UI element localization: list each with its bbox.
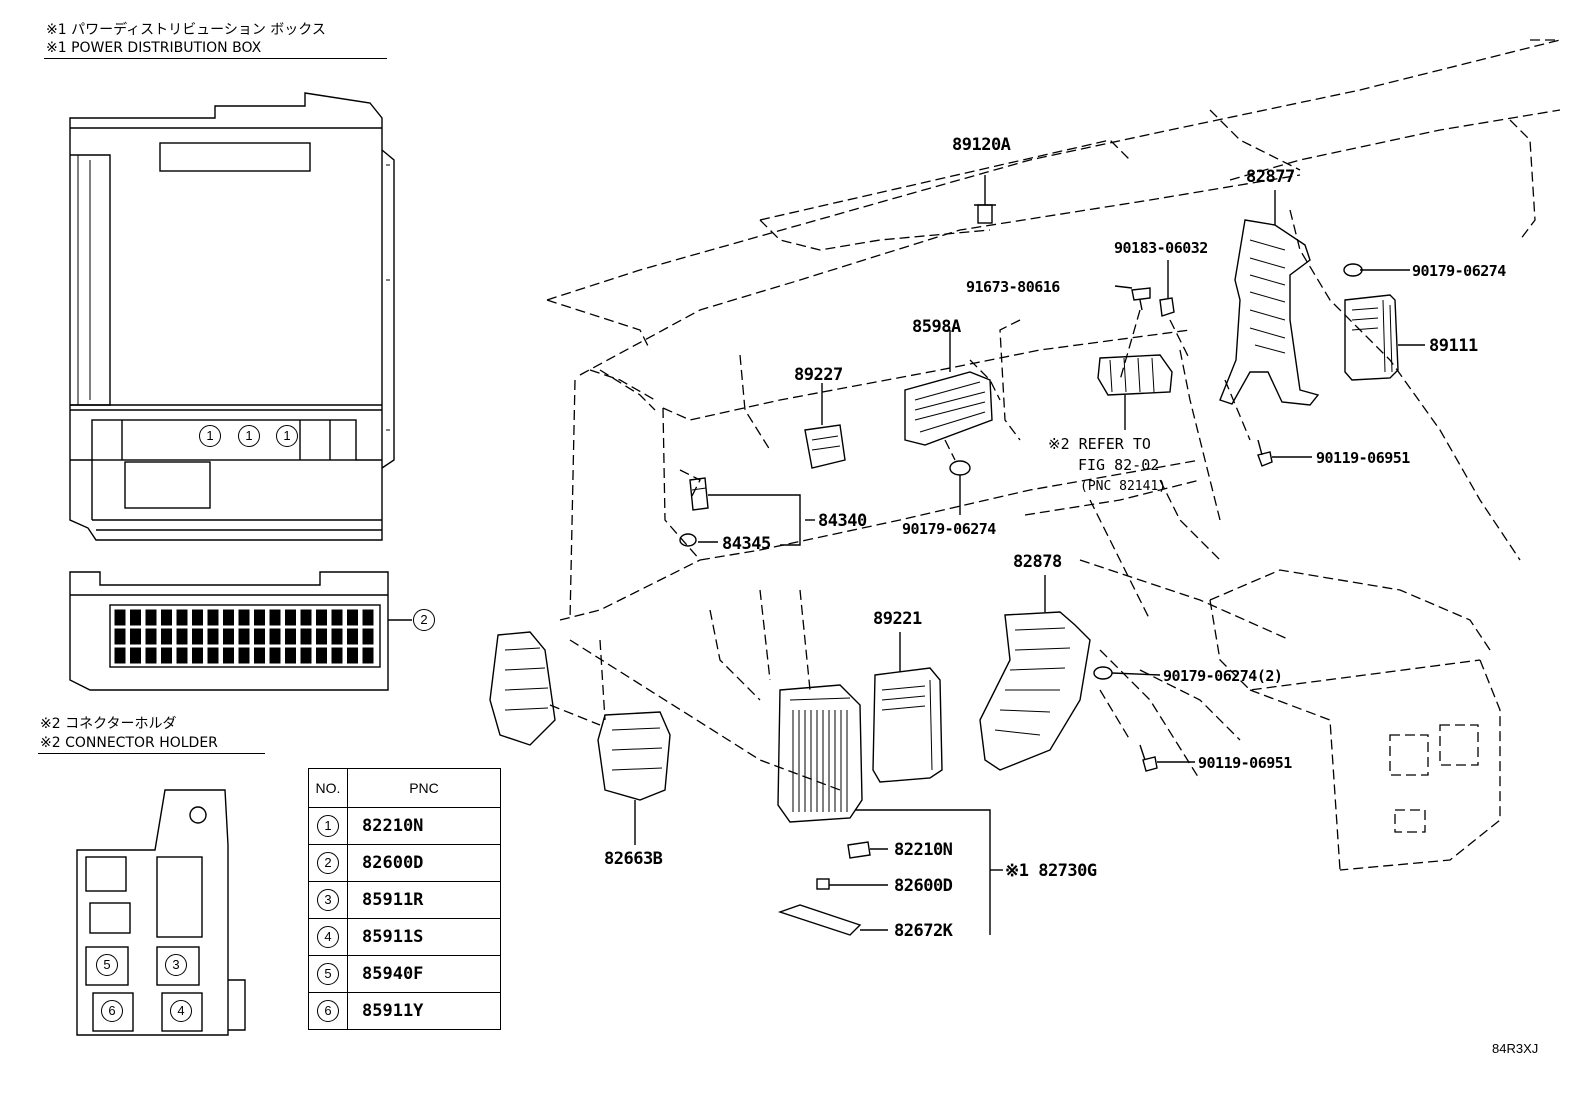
part-90183-clip (1159, 260, 1175, 317)
row-pnc: 85911R (347, 881, 501, 919)
label-91673-80616: 91673-80616 (966, 278, 1060, 296)
part-82600D-relay (816, 878, 888, 890)
row-number: 6 (317, 1000, 339, 1022)
holder-title-en: ※2 CONNECTOR HOLDER (40, 735, 218, 751)
part-89120A-clip (974, 175, 996, 224)
connector-holder-drawing (76, 789, 246, 1036)
part-82663B-bracket (597, 711, 671, 845)
holder-callout-4: 4 (170, 1000, 192, 1022)
table-row: 3 85911R (308, 881, 501, 919)
holder-title-underline (38, 753, 265, 754)
row-number: 1 (317, 815, 339, 837)
row-number: 3 (317, 889, 339, 911)
col-pnc-header: PNC (347, 768, 501, 808)
holder-callout-3: 3 (165, 954, 187, 976)
pnc-table-header: NO. PNC (308, 768, 501, 808)
part-89221-module (872, 632, 943, 783)
label-84345: 84345 (722, 534, 771, 554)
label-90119-06951-b: 90119-06951 (1198, 754, 1292, 772)
vehicle-interior-drawing (546, 39, 1561, 871)
part-8598A-module (904, 330, 993, 446)
label-8598A: 8598A (912, 317, 961, 337)
row-number: 4 (317, 926, 339, 948)
label-90183-06032: 90183-06032 (1114, 239, 1208, 257)
holder-callout-6: 6 (101, 1000, 123, 1022)
table-row: 1 82210N (308, 807, 501, 845)
table-row: 4 85911S (308, 918, 501, 956)
label-84340: 84340 (818, 511, 867, 531)
part-nut-90179b (949, 460, 971, 476)
part-bolt-90119b (1139, 744, 1158, 772)
part-nut-90179a (1343, 263, 1363, 277)
figure-code: 84R3XJ (1492, 1041, 1539, 1056)
row-pnc: 85911S (347, 918, 501, 956)
row-pnc: 82600D (347, 844, 501, 882)
refer-line1: ※2 REFER TO (1048, 435, 1151, 453)
col-no-header: NO. (308, 768, 348, 808)
part-connector-holder-left (489, 631, 556, 746)
table-row: 6 85911Y (308, 992, 501, 1030)
part-82878-bracket (979, 575, 1091, 771)
row-number: 5 (317, 963, 339, 985)
part-82730G-junction-block (777, 684, 991, 935)
row-number: 2 (317, 852, 339, 874)
part-91673-bolt (1114, 285, 1151, 311)
part-relay-block (1097, 354, 1173, 396)
leader-lines (549, 269, 1425, 871)
pdb-title-jp: ※1 パワーディストリビューション ボックス (46, 22, 326, 38)
pdb-title-underline (44, 58, 387, 59)
label-82878: 82878 (1013, 552, 1062, 572)
holder-title-jp: ※2 コネクターホルダ (40, 716, 177, 732)
pdb-title-en: ※1 POWER DISTRIBUTION BOX (46, 40, 262, 56)
pdb-side-view-drawing (69, 571, 412, 691)
label-82730G: ※1 82730G (1005, 861, 1097, 881)
label-89111: 89111 (1429, 336, 1478, 356)
label-82600D: 82600D (894, 876, 953, 896)
label-90179-06274-2: 90179-06274(2) (1163, 667, 1283, 685)
label-90179-06274-b: 90179-06274 (902, 520, 996, 538)
label-89120A: 89120A (952, 135, 1011, 155)
pnc-table: NO. PNC 1 82210N 2 82600D 3 85911R 4 859… (308, 768, 501, 1030)
table-row: 2 82600D (308, 844, 501, 882)
part-bolt-90119a (1257, 439, 1273, 467)
refer-line2: FIG 82-02 (1078, 456, 1160, 474)
label-82877: 82877 (1246, 167, 1295, 187)
pdb-top-view-drawing (69, 92, 395, 541)
label-82663B: 82663B (604, 849, 663, 869)
label-90119-06951-a: 90119-06951 (1316, 449, 1410, 467)
row-pnc: 85911Y (347, 992, 501, 1030)
row-pnc: 82210N (347, 807, 501, 845)
label-82672K: 82672K (894, 921, 953, 941)
holder-callout-5: 5 (96, 954, 118, 976)
row-pnc: 85940F (347, 955, 501, 993)
part-82210N-fuse (847, 841, 888, 859)
part-89111-module (1344, 294, 1399, 381)
part-82672K-cover (777, 904, 888, 936)
table-row: 5 85940F (308, 955, 501, 993)
refer-line3: (PNC 82141) (1080, 479, 1167, 494)
part-84345-nut (679, 533, 697, 547)
pdb-callout-1c: 1 (276, 425, 298, 447)
label-89227: 89227 (794, 365, 843, 385)
part-89227-sensor (804, 383, 846, 469)
pdb-callout-1b: 1 (238, 425, 260, 447)
label-89221: 89221 (873, 609, 922, 629)
label-90179-06274-a: 90179-06274 (1412, 262, 1506, 280)
part-nut-90179c (1093, 666, 1113, 680)
pdb-callout-1a: 1 (199, 425, 221, 447)
pdb-callout-2: 2 (413, 609, 435, 631)
label-82210N: 82210N (894, 840, 953, 860)
part-84340-switch (689, 477, 709, 511)
part-82877-bracket (1219, 190, 1320, 406)
